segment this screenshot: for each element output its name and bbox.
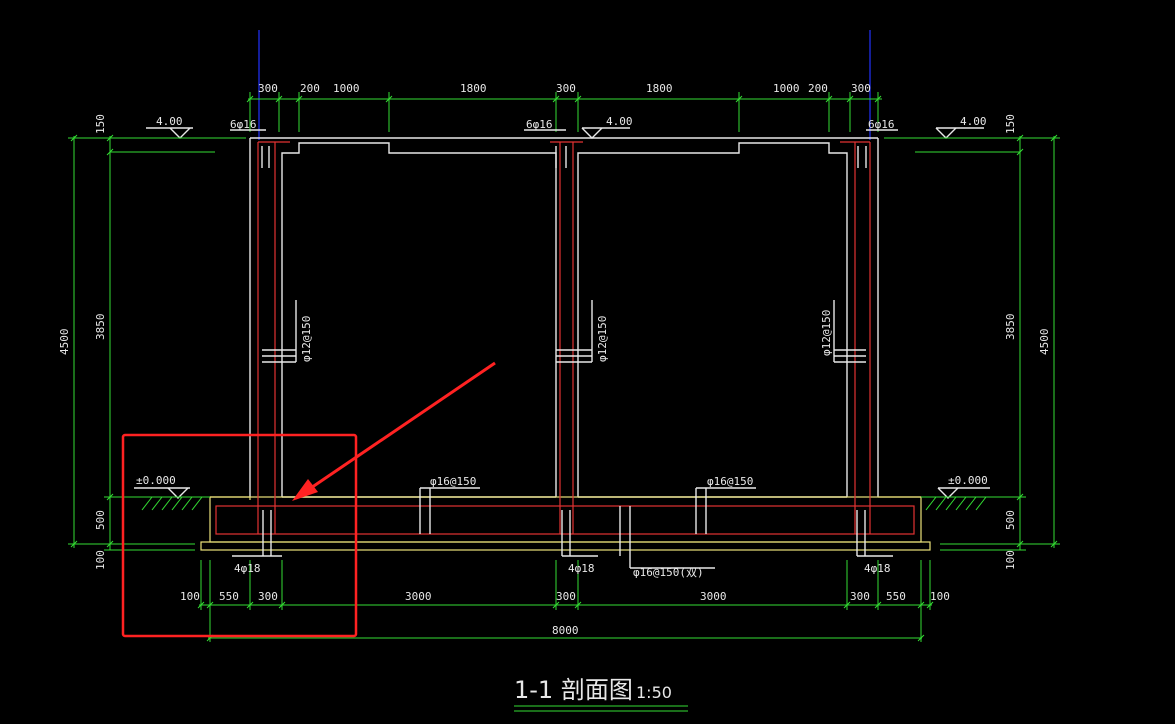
rebar-bottom-mid: 4φ18 [568,562,595,575]
total-width-dim: 8000 [552,624,579,637]
left-dim-overall: 4500 [58,329,71,356]
top-dim-8: 200 [808,82,828,95]
rebar-wall-right: φ12@150 [820,310,833,356]
bottom-dim-7: 300 [850,590,870,603]
annotation-arrow-head [292,479,318,501]
drawing-scale: 1:50 [636,683,672,702]
left-dim-bottom: 100 [94,550,107,570]
rebar-top-right: 6φ16 [868,118,895,131]
bottom-dim-6: 3000 [700,590,727,603]
rebar-wall-left: φ12@150 [300,316,313,362]
right-dim-bottom: 100 [1004,550,1017,570]
elevation-markers: 4.00 4.00 4.00 ±0.000 ±0.000 [110,115,1020,499]
elev-top-left: 4.00 [156,115,183,128]
bottom-dim-4: 3000 [405,590,432,603]
highlight-box [121,433,358,638]
rebar-bottom-right: 4φ18 [864,562,891,575]
top-dim-3: 1000 [333,82,360,95]
top-dimension-chain: 300 200 1000 1800 300 1800 1000 200 300 [246,82,882,132]
bottom-dim-8: 550 [886,590,906,603]
bottom-dim-2: 550 [219,590,239,603]
drawing-title: 1-1 剖面图 [514,676,633,704]
bottom-dim-5: 300 [556,590,576,603]
left-dim-base: 500 [94,510,107,530]
bottom-dim-1: 100 [180,590,200,603]
rebar-wall-mid: φ12@150 [596,316,609,362]
annotation-arrow-shaft [301,361,496,496]
top-dim-9: 300 [851,82,871,95]
elev-ground-right: ±0.000 [948,474,988,487]
elev-top-mid: 4.00 [606,115,633,128]
elev-ground-left: ±0.000 [136,474,176,487]
ground-hatching [140,496,990,511]
rebar-top-left: 6φ16 [230,118,257,131]
right-dim-middle: 3850 [1004,314,1017,341]
rebar-bottom-slab: φ16@150(双) [633,566,704,579]
rebar-top-mid: 6φ16 [526,118,553,131]
top-dim-4: 1800 [460,82,487,95]
left-dim-top: 150 [94,114,107,134]
top-dim-5: 300 [556,82,576,95]
title-block: 1-1 剖面图 1:50 [514,676,688,712]
bottom-dim-3: 300 [258,590,278,603]
rebar [215,141,915,535]
right-dimension-chain: 150 3850 500 100 4500 [884,114,1060,570]
top-dim-6: 1800 [646,82,673,95]
top-dim-1: 300 [258,82,278,95]
rebar-ticks [261,146,867,568]
rebar-slab-right: φ16@150 [707,475,753,488]
red-annotation [121,361,496,638]
right-dim-overall: 4500 [1038,329,1051,356]
right-dim-base: 500 [1004,510,1017,530]
top-dim-7: 1000 [773,82,800,95]
rebar-bottom-left: 4φ18 [234,562,261,575]
axis-lines [258,30,871,140]
foundation [200,496,931,551]
left-dim-middle: 3850 [94,314,107,341]
structure-outline [249,137,879,498]
rebar-leaders [230,129,898,569]
right-dim-top: 150 [1004,114,1017,134]
left-dimension-chain: 150 3850 500 100 4500 [58,114,246,570]
top-dim-2: 200 [300,82,320,95]
bottom-dimension-chain: 100 550 300 3000 300 3000 300 550 100 80… [180,560,950,642]
bottom-dim-9: 100 [930,590,950,603]
rebar-labels: 6φ16 6φ16 6φ16 φ12@150 φ12@150 φ12@150 φ… [230,118,895,579]
elev-top-right: 4.00 [960,115,987,128]
rebar-slab-left: φ16@150 [430,475,476,488]
